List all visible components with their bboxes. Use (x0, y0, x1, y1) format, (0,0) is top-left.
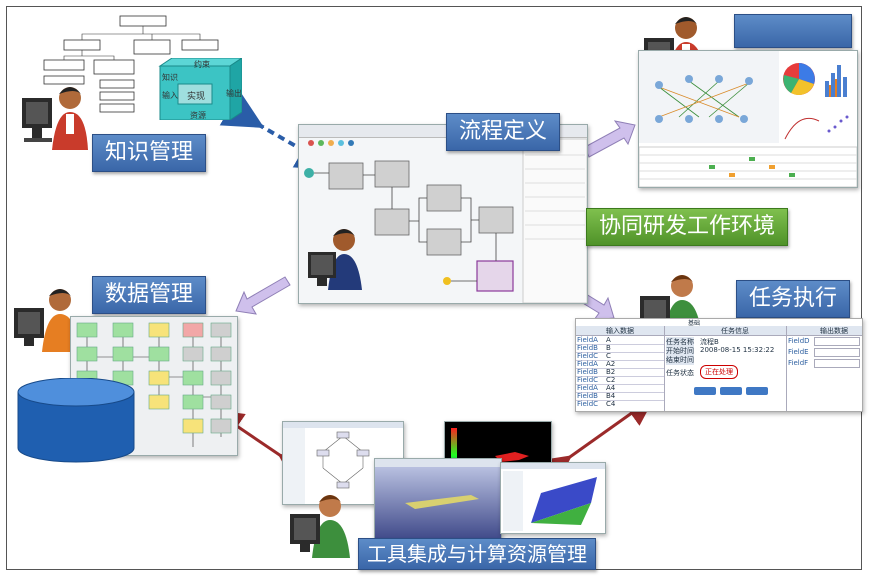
output-input[interactable] (814, 348, 860, 357)
knowledge-tree-diagram (43, 15, 219, 113)
input-value: A4 (606, 384, 616, 392)
input-field: FieldB (577, 368, 598, 376)
task-small-title: 基础 (688, 320, 701, 327)
surface-plot-render (501, 463, 605, 531)
process-collab-arrow (584, 120, 636, 158)
cube-top-label: 约束 (194, 60, 210, 69)
input-field: FieldA (577, 384, 598, 392)
input-field: FieldC (577, 376, 599, 384)
user-at-computer-icon (308, 229, 362, 290)
output-field: FieldF (788, 359, 809, 367)
task-value: 2008-08-15 15:32:22 (700, 346, 775, 354)
tools-graph-diagram (283, 422, 403, 504)
input-field: FieldB (577, 392, 598, 400)
process-flow-diagram (304, 138, 587, 303)
input-value: C4 (606, 400, 616, 408)
cube-shape (158, 57, 244, 121)
label-data: 数据管理 (92, 276, 207, 314)
output-field: FieldD (788, 337, 810, 345)
task-status-badge: 正在处理 (700, 365, 738, 379)
task-key: 任务名称 (666, 337, 694, 347)
input-row: FieldA A4 (576, 384, 664, 393)
input-row: FieldC C4 (576, 400, 664, 408)
output-input[interactable] (814, 337, 860, 346)
task-table-panel: 基础 输入数据 任务信息 输出数据 FieldA A FieldB B FieldC… (575, 318, 863, 412)
dashboard-graphics (639, 51, 857, 187)
input-col-divider (664, 326, 665, 411)
input-value: A2 (606, 360, 616, 368)
person-knowledge (20, 84, 90, 150)
task-action-button-2[interactable] (720, 387, 742, 395)
process-editor-panel (298, 124, 588, 304)
input-field: FieldA (577, 360, 598, 368)
collab-dashboard-panel (638, 50, 858, 188)
user-at-computer-icon (22, 87, 88, 150)
output-col-divider (786, 326, 787, 411)
label-task: 任务执行 (736, 280, 851, 318)
input-row: FieldC C (576, 352, 664, 361)
input-row: FieldB B2 (576, 368, 664, 377)
cad-wing-render (375, 459, 501, 539)
input-field: FieldA (577, 336, 598, 344)
input-value: B2 (606, 368, 616, 376)
person-tools (290, 492, 354, 558)
process-data-arrow (235, 276, 291, 315)
knowledge-cube: 约束 知识 输入 实现 输出 资源 (150, 57, 244, 121)
input-row: FieldA A (576, 336, 664, 345)
tools-screenshot-3 (374, 458, 502, 540)
cube-right-label: 输出 (226, 89, 242, 98)
task-action-button-3[interactable] (746, 387, 768, 395)
input-field: FieldC (577, 352, 599, 360)
header-output-data: 输出数据 (820, 327, 848, 335)
cube-center-label: 实现 (187, 92, 206, 102)
collab-title-bar (734, 14, 852, 48)
output-field: FieldE (788, 348, 809, 356)
input-row: FieldA A2 (576, 360, 664, 369)
label-tools: 工具集成与计算资源管理 (358, 538, 596, 570)
database-cylinder-icon (16, 377, 136, 464)
input-field: FieldC (577, 400, 599, 408)
input-field: FieldB (577, 344, 598, 352)
task-key: 开始时间 (666, 346, 694, 356)
knowledge-process-arrow (219, 90, 338, 170)
cube-input-label: 输入 (162, 91, 178, 100)
input-row: FieldB B4 (576, 392, 664, 401)
label-knowledge: 知识管理 (92, 134, 207, 172)
output-input[interactable] (814, 359, 860, 368)
input-value: B4 (606, 392, 616, 400)
task-key: 结束时间 (666, 355, 694, 365)
simulation-render (451, 428, 529, 482)
person-center (308, 226, 370, 290)
input-value: A (606, 336, 611, 344)
task-value: 流程B (700, 338, 719, 346)
header-task-info: 任务信息 (721, 327, 749, 335)
input-value: B (606, 344, 611, 352)
input-value: C (606, 352, 611, 360)
label-collab: 协同研发工作环境 (586, 208, 789, 246)
task-action-button-1[interactable] (694, 387, 716, 395)
user-at-computer-icon (290, 495, 350, 558)
label-process: 流程定义 (446, 113, 561, 151)
input-value: C2 (606, 376, 616, 384)
tools-task-arrow (539, 396, 656, 485)
input-row: FieldB B (576, 344, 664, 353)
task-header-row (576, 326, 862, 336)
tools-screenshot-4 (500, 462, 606, 534)
cube-bottom-label: 资源 (190, 111, 206, 120)
knowledge-tree-panel (42, 14, 232, 124)
task-status-key: 任务状态 (666, 369, 694, 377)
cube-left-label: 知识 (162, 73, 178, 82)
header-input-data: 输入数据 (606, 327, 634, 335)
input-row: FieldC C2 (576, 376, 664, 385)
